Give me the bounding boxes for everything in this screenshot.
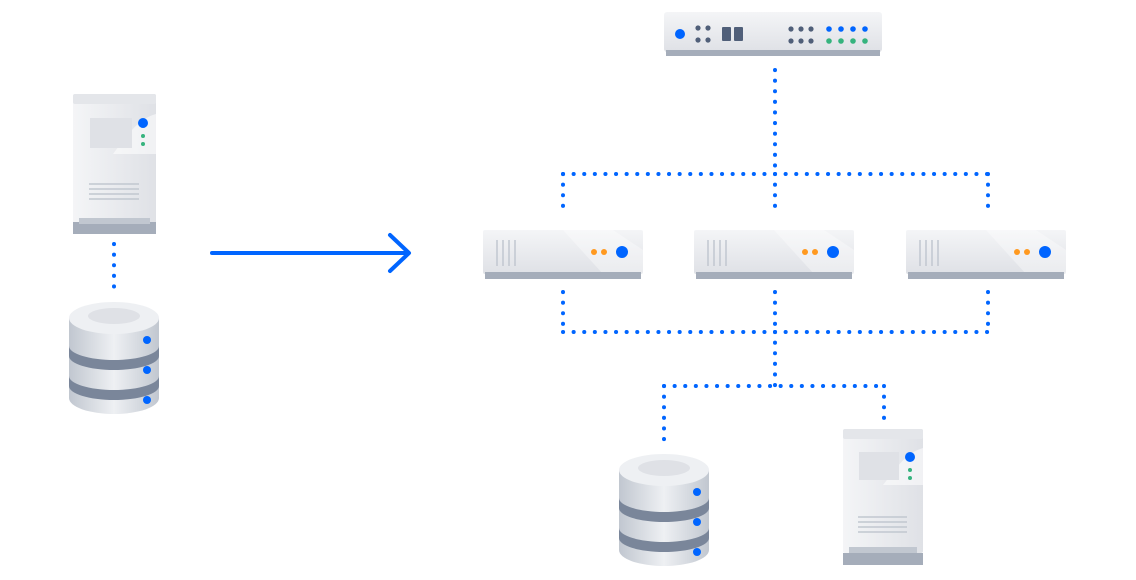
rack-led-orange-2 [601, 249, 607, 255]
switch-ports-left [695, 25, 743, 43]
db-band-2 [69, 376, 159, 400]
rack-led-orange-2 [1024, 249, 1030, 255]
db-led-2 [693, 518, 701, 526]
tower-panel [90, 118, 132, 148]
switch-ports-right [788, 26, 814, 44]
rack-vents [707, 240, 727, 266]
tower-led-green-1 [908, 468, 912, 472]
db-led-1 [143, 336, 151, 344]
tower-base [73, 222, 156, 234]
tower-foot [79, 218, 150, 224]
db-led-3 [693, 548, 701, 556]
db-led-2 [143, 366, 151, 374]
rack-led-orange-2 [812, 249, 818, 255]
tower-vents [89, 183, 139, 200]
db-top-inner [88, 308, 140, 324]
tower-server-left [73, 94, 156, 234]
tower-led-green-1 [141, 134, 145, 138]
switch-bottom-edge [666, 50, 880, 56]
db-band-2 [619, 528, 709, 552]
rack-led-orange-1 [1014, 249, 1020, 255]
rack-body [694, 230, 854, 274]
database-left [69, 302, 159, 414]
database-right [619, 454, 709, 566]
db-led-3 [143, 396, 151, 404]
tower-led-green-2 [908, 476, 912, 480]
rack-led-blue [616, 246, 628, 258]
tower-led-blue [138, 118, 148, 128]
tower-vents [858, 516, 907, 533]
tower-foot [849, 547, 917, 553]
tower-panel [859, 452, 899, 480]
rack-led-blue [827, 246, 839, 258]
rack-server-1 [483, 230, 643, 279]
tower-body [73, 94, 156, 224]
tower-base [843, 553, 923, 565]
tower-led-blue [905, 452, 915, 462]
tower-server-right [843, 429, 923, 565]
rack-led-orange-1 [802, 249, 808, 255]
tower-top-edge [73, 94, 156, 104]
connectors [112, 68, 990, 448]
switch-status-leds [826, 26, 868, 44]
switch-led-blue [675, 29, 685, 39]
rack-led-blue [1039, 246, 1051, 258]
db-top-inner [638, 460, 690, 476]
rack-bottom [908, 272, 1064, 279]
db-led-1 [693, 488, 701, 496]
switch-body [664, 12, 882, 52]
rack-server-3 [906, 230, 1066, 279]
switch-top [664, 12, 882, 56]
rack-led-orange-1 [591, 249, 597, 255]
rack-bottom [696, 272, 852, 279]
rack-bottom [485, 272, 641, 279]
db-band-1 [69, 346, 159, 370]
rack-body [483, 230, 643, 274]
rack-vents [919, 240, 939, 266]
tower-top-edge [843, 429, 923, 439]
rack-body [906, 230, 1066, 274]
arrow-right-icon [210, 233, 411, 273]
tower-led-green-2 [141, 142, 145, 146]
rack-server-2 [694, 230, 854, 279]
db-band-1 [619, 498, 709, 522]
tower-body [843, 429, 923, 553]
rack-vents [496, 240, 516, 266]
